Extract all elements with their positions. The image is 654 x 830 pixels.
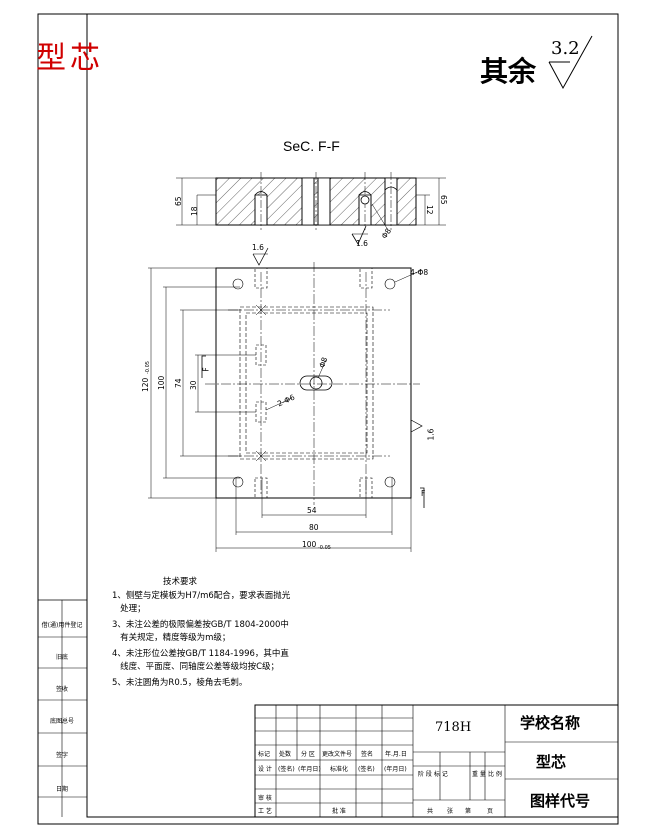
row-check: 审 核 — [258, 795, 272, 802]
drawing-number: 图样代号 — [530, 792, 591, 810]
title-block-lines — [254, 704, 619, 818]
row-design-date: (年月日) — [298, 766, 321, 773]
inner-frame — [86, 13, 619, 818]
plan-height-total: 120 — [141, 377, 150, 392]
row-standard-sign: (签名) — [358, 766, 375, 773]
side-label-date: 日期 — [55, 786, 68, 793]
row-design-sign: (签名) — [278, 766, 295, 773]
tech-item-4: 4、未注形位公差按GB/T 1184-1996，其中直 — [112, 649, 289, 659]
surface-roughness-value: 3.2 — [551, 38, 580, 59]
roughness-symbol — [548, 35, 593, 90]
side-label-old-base: 旧底 — [55, 654, 68, 661]
tech-title: 技术要求 — [163, 577, 198, 587]
plan-right-roughness: 1.6 — [426, 428, 436, 441]
section-title: SeC. F-F — [283, 138, 340, 154]
row-standard-date: (年月日) — [384, 766, 407, 773]
side-column-rows — [38, 600, 87, 817]
rev-header-mark: 标记 — [258, 751, 271, 758]
row-approve: 批 准 — [332, 808, 346, 815]
side-label-signature: 签字 — [55, 752, 68, 759]
plan-width-total-tol: -0.05 — [318, 545, 331, 551]
section-roughness: 1.6 — [356, 239, 368, 248]
plan-height-30: 30 — [189, 380, 198, 390]
plan-width-total: 100 — [302, 540, 317, 549]
tech-item-1b: 处理； — [112, 604, 146, 614]
plan-height-74: 74 — [174, 378, 183, 388]
sheet-no: 第 — [465, 808, 472, 815]
plan-height-100: 100 — [157, 375, 166, 390]
tech-item-3: 3、未注公差的极限偏差按GB/T 1804-2000中 — [112, 620, 289, 630]
row-design: 设 计 — [258, 766, 272, 773]
side-label-base-total: 底图总号 — [49, 718, 74, 725]
sheet-total: 共 — [427, 808, 434, 815]
section-mark-top: F — [201, 367, 211, 372]
section-dim-right-inner: 12 — [425, 205, 434, 215]
tech-item-3b: 有关规定，精度等级为m级； — [112, 633, 231, 643]
side-label-sign-receipt: 签收 — [55, 686, 68, 693]
plan-width-54: 54 — [307, 506, 317, 515]
sheet-total-unit: 张 — [447, 808, 454, 815]
section-mark-bottom: F — [421, 489, 426, 498]
stage-scale: 比 例 — [488, 771, 502, 778]
row-standard: 标准化 — [330, 766, 349, 773]
plan-width-80: 80 — [309, 523, 319, 532]
sheet-no-unit: 页 — [487, 808, 494, 815]
section-dim-right-total: 65 — [439, 195, 448, 205]
plan-height-total-tol: -0.05 — [145, 361, 151, 374]
school-name: 学校名称 — [520, 714, 581, 732]
section-dim-left-inner: 18 — [190, 206, 199, 216]
rev-header-count: 处数 — [279, 751, 292, 758]
part-name: 型芯 — [536, 753, 567, 771]
rev-header-date: 年.月.日 — [385, 751, 407, 758]
tech-item-1: 1、侧壁与定模板为H7/m6配合，要求表面抛光 — [112, 591, 291, 601]
section-view — [176, 172, 446, 245]
rev-header-zone: 分 区 — [301, 751, 315, 758]
material-label: 718H — [435, 720, 472, 735]
surface-note-prefix: 其余 — [480, 55, 537, 88]
plan-top-roughness: 1.6 — [252, 243, 264, 252]
stage-mark: 阶 段 标 记 — [418, 771, 448, 778]
tech-item-5: 5、未注圆角为R0.5，棱角去毛刺。 — [112, 678, 248, 688]
outer-border — [37, 13, 619, 825]
section-dim-left-total: 65 — [174, 196, 183, 206]
rev-header-sign: 签名 — [361, 751, 374, 758]
plan-holes-4: 4-Φ8 — [410, 268, 429, 277]
side-label-borrowed: 借(通)用件登记 — [41, 622, 83, 629]
tech-item-4b: 线度、平面度、同轴度公差等级均按C级； — [112, 662, 280, 672]
rev-header-doc: 更改文件号 — [322, 751, 353, 758]
row-process: 工 艺 — [258, 808, 272, 815]
corner-part-label: 型芯 — [36, 41, 104, 76]
plan-view — [148, 247, 425, 552]
stage-weight: 重 量 — [472, 771, 486, 778]
